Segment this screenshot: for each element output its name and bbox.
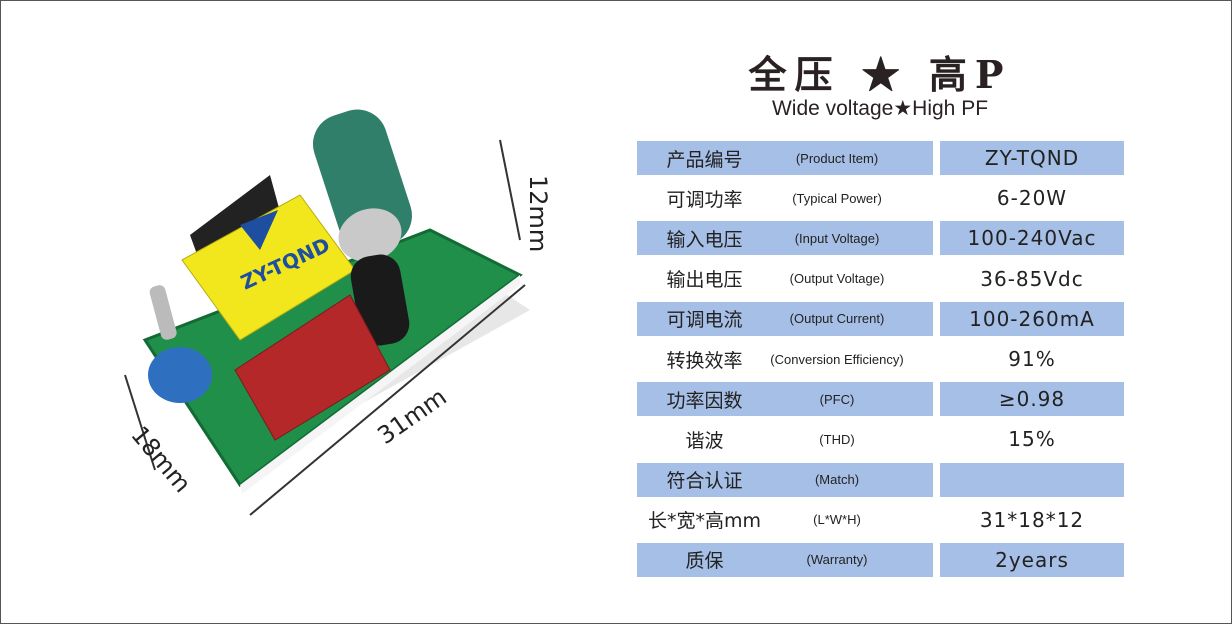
dim-height: 12mm xyxy=(524,175,552,252)
spec-label-cn: 可调功率 xyxy=(666,188,743,211)
spec-row: 可调电流 (Output Current) 100-260mA xyxy=(637,299,1124,339)
spec-label-cn: 可调电流 xyxy=(666,309,743,332)
dim-length: 31mm xyxy=(372,383,451,450)
spec-value: 6-20W xyxy=(996,186,1068,211)
spec-value: 91% xyxy=(1008,347,1056,372)
fuse xyxy=(149,285,177,340)
small-capacitor xyxy=(350,254,410,346)
spec-label-en: (Match) xyxy=(814,472,860,488)
spec-label-cn: 产品编号 xyxy=(666,148,743,171)
spec-row: 符合认证 (Match) xyxy=(637,460,1124,500)
spec-row: 质保 (Warranty) 2years xyxy=(637,540,1124,580)
spec-value: 100-240Vac xyxy=(940,221,1124,256)
title-chinese: 全压 ★ 高P xyxy=(748,52,1012,97)
spec-label-cn: 谐波 xyxy=(685,429,724,452)
spec-label-cn: 输入电压 xyxy=(666,228,743,251)
spec-label-cell: 功率因数 (PFC) xyxy=(637,382,933,417)
spec-value: 100-260mA xyxy=(940,301,1124,336)
spec-row: 产品编号 (Product Item) ZY-TQND xyxy=(637,138,1124,178)
spec-label-en: (Typical Power) xyxy=(792,190,882,206)
spec-label-cell: 谐波 (THD) xyxy=(637,422,933,456)
dim-line-length xyxy=(249,284,526,516)
transformer-logo xyxy=(240,210,278,250)
spec-table: 产品编号 (Product Item) ZY-TQND 可调功率 (Typical Po… xyxy=(637,138,1124,580)
dim-line-width xyxy=(124,374,156,471)
spec-row: 长*宽*高mm (L*W*H) 31*18*12 xyxy=(637,500,1124,540)
capacitor-top xyxy=(338,208,402,262)
spec-value: 15% xyxy=(1008,427,1056,452)
spec-row: 转换效率 (Conversion Efficiency) 91% xyxy=(637,339,1124,379)
spec-label-cell: 质保 (Warranty) xyxy=(637,542,933,577)
spec-label-en: (Warranty) xyxy=(806,552,868,568)
spec-row: 输入电压 (Input Voltage) 100-240Vac xyxy=(637,218,1124,258)
spec-label-cell: 可调电流 (Output Current) xyxy=(637,301,933,336)
spec-label-en: (Input Voltage) xyxy=(794,230,880,246)
varistor xyxy=(148,347,212,403)
title-english: Wide voltage★High PF xyxy=(771,97,989,120)
spec-label-en: (THD) xyxy=(819,431,855,447)
dim-line-height xyxy=(499,139,521,241)
spec-label-en: (L*W*H) xyxy=(813,512,861,528)
spec-label-cell: 产品编号 (Product Item) xyxy=(637,141,933,176)
film-capacitor xyxy=(234,294,391,441)
spec-row: 输出电压 (Output Voltage) 36-85Vdc xyxy=(637,259,1124,299)
spec-row: 功率因数 (PFC) ≥0.98 xyxy=(637,379,1124,419)
spec-label-cn: 长*宽*高mm xyxy=(647,510,762,533)
spec-label-cn: 质保 xyxy=(685,550,724,573)
spec-value: ≥0.98 xyxy=(940,382,1124,417)
spec-label-cn: 转换效率 xyxy=(666,349,743,372)
spec-label-cell: 符合认证 (Match) xyxy=(637,462,933,497)
product-illustration: ZY-TQND 12mm 18mm 31mm xyxy=(124,109,552,516)
spec-value xyxy=(940,462,1124,497)
spec-label-en: (Conversion Efficiency) xyxy=(770,351,904,367)
spec-label-cell: 可调功率 (Typical Power) xyxy=(637,181,933,215)
spec-label-cell: 长*宽*高mm (L*W*H) xyxy=(637,503,933,537)
spec-label-en: (Product Item) xyxy=(795,150,879,166)
dim-width: 18mm xyxy=(125,421,196,498)
spec-value: 2years xyxy=(940,542,1124,577)
spec-label-cell: 转换效率 (Conversion Efficiency) xyxy=(637,342,933,376)
spec-label-cn: 符合认证 xyxy=(666,470,743,493)
spec-label-en: (PFC) xyxy=(819,391,855,407)
spec-value: ZY-TQND xyxy=(940,141,1124,176)
spec-label-en: (Output Voltage) xyxy=(789,271,885,287)
spec-label-cn: 功率因数 xyxy=(666,389,743,412)
pcb-edge xyxy=(240,275,520,494)
spec-row: 谐波 (THD) 15% xyxy=(637,419,1124,459)
spec-label-cell: 输出电压 (Output Voltage) xyxy=(637,262,933,296)
spec-value: 36-85Vdc xyxy=(980,266,1084,291)
spec-value: 31*18*12 xyxy=(979,507,1085,532)
spec-label-cell: 输入电压 (Input Voltage) xyxy=(637,221,933,256)
spec-row: 可调功率 (Typical Power) 6-20W xyxy=(637,178,1124,218)
spec-label-cn: 输出电压 xyxy=(666,269,743,292)
spec-label-en: (Output Current) xyxy=(789,311,885,327)
